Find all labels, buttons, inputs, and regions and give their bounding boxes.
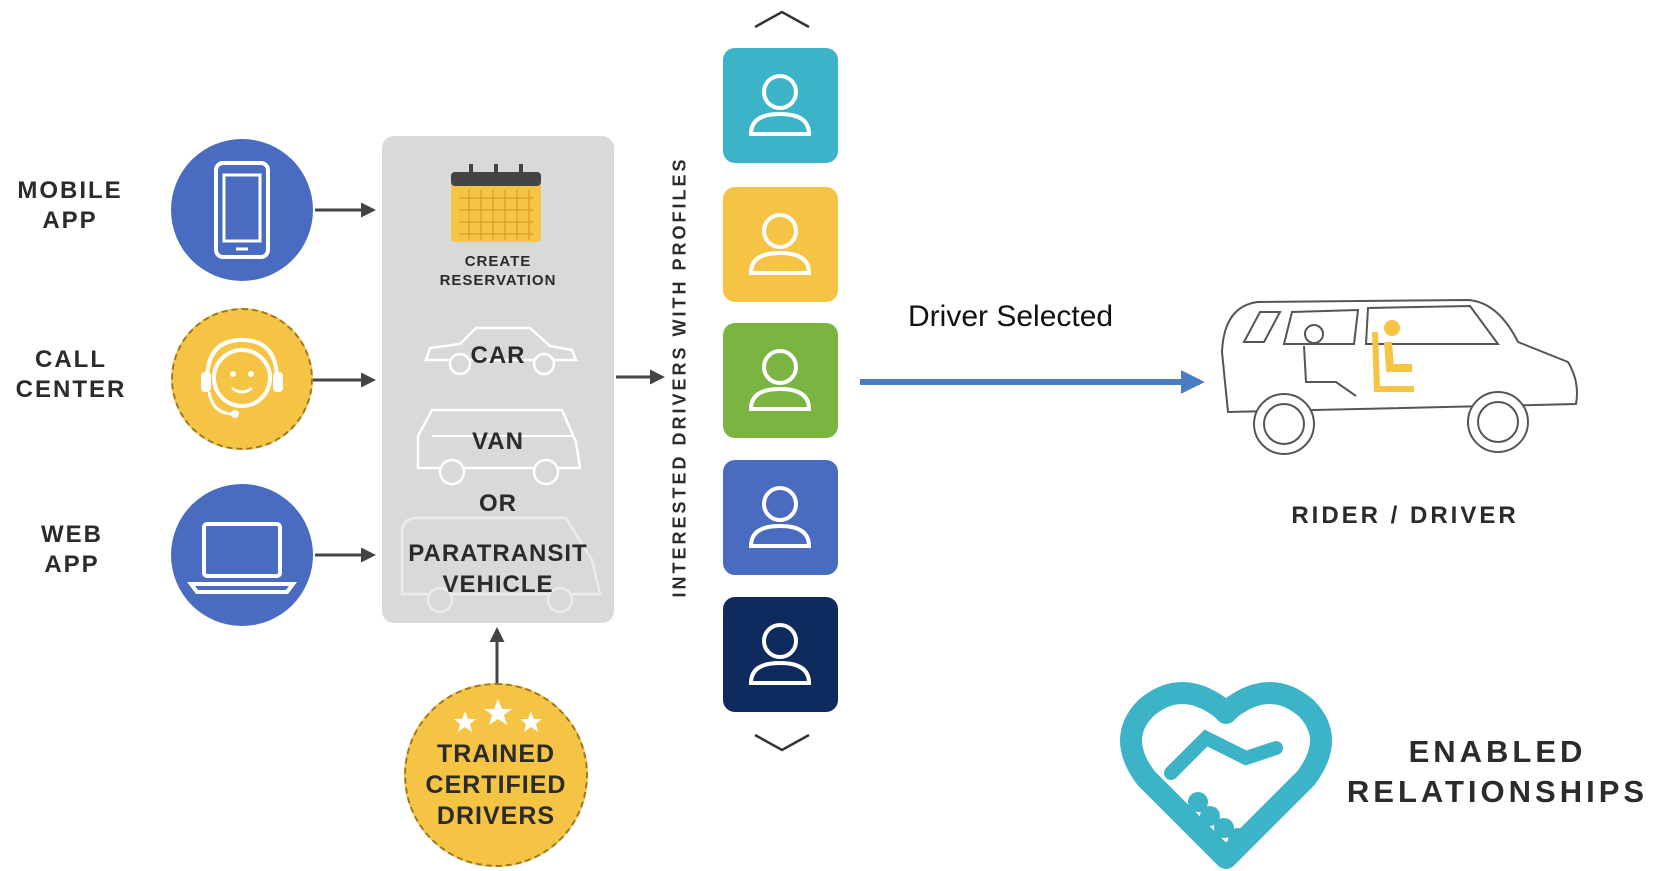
phone-icon (214, 161, 270, 259)
car-label: CAR (470, 342, 526, 369)
web-app-circle (171, 484, 313, 626)
chevron-down-icon (754, 733, 810, 752)
driver-profile-card[interactable] (723, 460, 838, 575)
headset-agent-icon (201, 337, 283, 418)
laptop-icon (187, 522, 297, 594)
car-icon (424, 326, 578, 376)
user-icon (748, 349, 812, 411)
enabled-relationships-label: ENABLED RELATIONSHIPS (1346, 734, 1649, 809)
or-label: OR (479, 490, 517, 517)
rider-driver-label: RIDER / DRIVER (1291, 502, 1519, 529)
rider-driver-car-icon (1220, 298, 1578, 455)
mobile-app-circle (171, 139, 313, 281)
chevron-up-icon (754, 10, 810, 29)
driver-profile-card[interactable] (723, 597, 838, 712)
call-center-circle (171, 308, 313, 450)
user-icon (748, 74, 812, 136)
interested-drivers-label: INTERESTED DRIVERS WITH PROFILES (669, 156, 690, 598)
calendar-icon (451, 164, 541, 242)
handshake-heart-icon (1120, 682, 1332, 869)
driver-profile-card[interactable] (723, 48, 838, 163)
driver-profile-card[interactable] (723, 187, 838, 302)
mobile-app-label: MOBILE APP (17, 177, 123, 234)
paratransit-vehicle-label: PARATRANSIT VEHICLE (408, 540, 588, 598)
star-icon (454, 699, 542, 732)
trained-drivers-badge: TRAINED CERTIFIED DRIVERS (404, 683, 588, 867)
call-center-label: CALL CENTER (15, 346, 127, 403)
user-icon (748, 623, 812, 685)
web-app-label: WEB APP (41, 521, 103, 578)
van-icon (416, 408, 582, 486)
trained-drivers-label: TRAINED CERTIFIED DRIVERS (425, 740, 567, 830)
create-reservation-label: CREATE RESERVATION (439, 253, 557, 289)
van-label: VAN (472, 428, 524, 455)
user-icon (748, 486, 812, 548)
driver-profile-card[interactable] (723, 323, 838, 438)
user-icon (748, 213, 812, 275)
paratransit-vehicle-icon (400, 516, 602, 614)
driver-selected-label: Driver Selected (908, 300, 1114, 333)
